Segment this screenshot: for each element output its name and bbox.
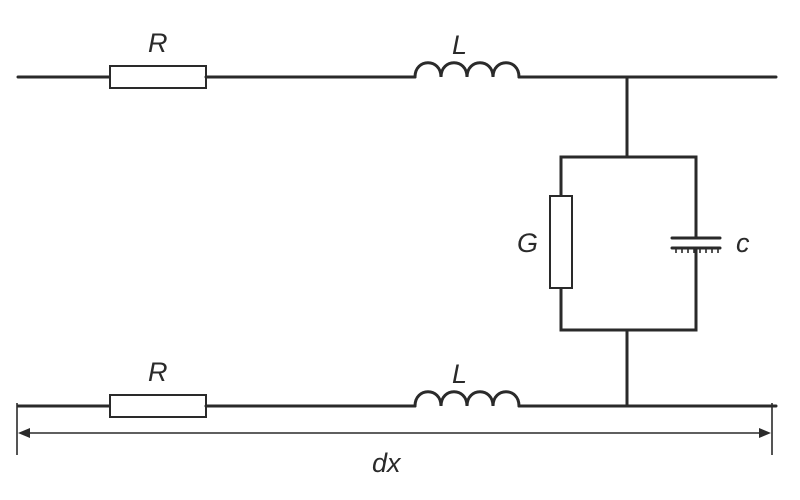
conductance-g <box>549 195 573 289</box>
inductor-bottom <box>413 390 521 408</box>
label-g: G <box>517 228 538 258</box>
capacitor-hatch <box>675 248 719 253</box>
shunt-frame-bottom <box>559 246 698 332</box>
dx-arrow-left <box>18 428 30 438</box>
label-dx: dx <box>372 448 402 478</box>
inductor-top <box>413 61 521 79</box>
resistor-top <box>109 65 207 89</box>
label-l-bottom: L <box>452 359 467 389</box>
label-r-top: R <box>148 28 168 58</box>
resistor-bottom <box>109 394 207 418</box>
dx-arrow-right <box>759 428 771 438</box>
label-l-top: L <box>452 30 467 60</box>
label-r-bottom: R <box>148 357 168 387</box>
shunt-frame-top <box>559 155 698 240</box>
label-c: c <box>736 228 750 258</box>
